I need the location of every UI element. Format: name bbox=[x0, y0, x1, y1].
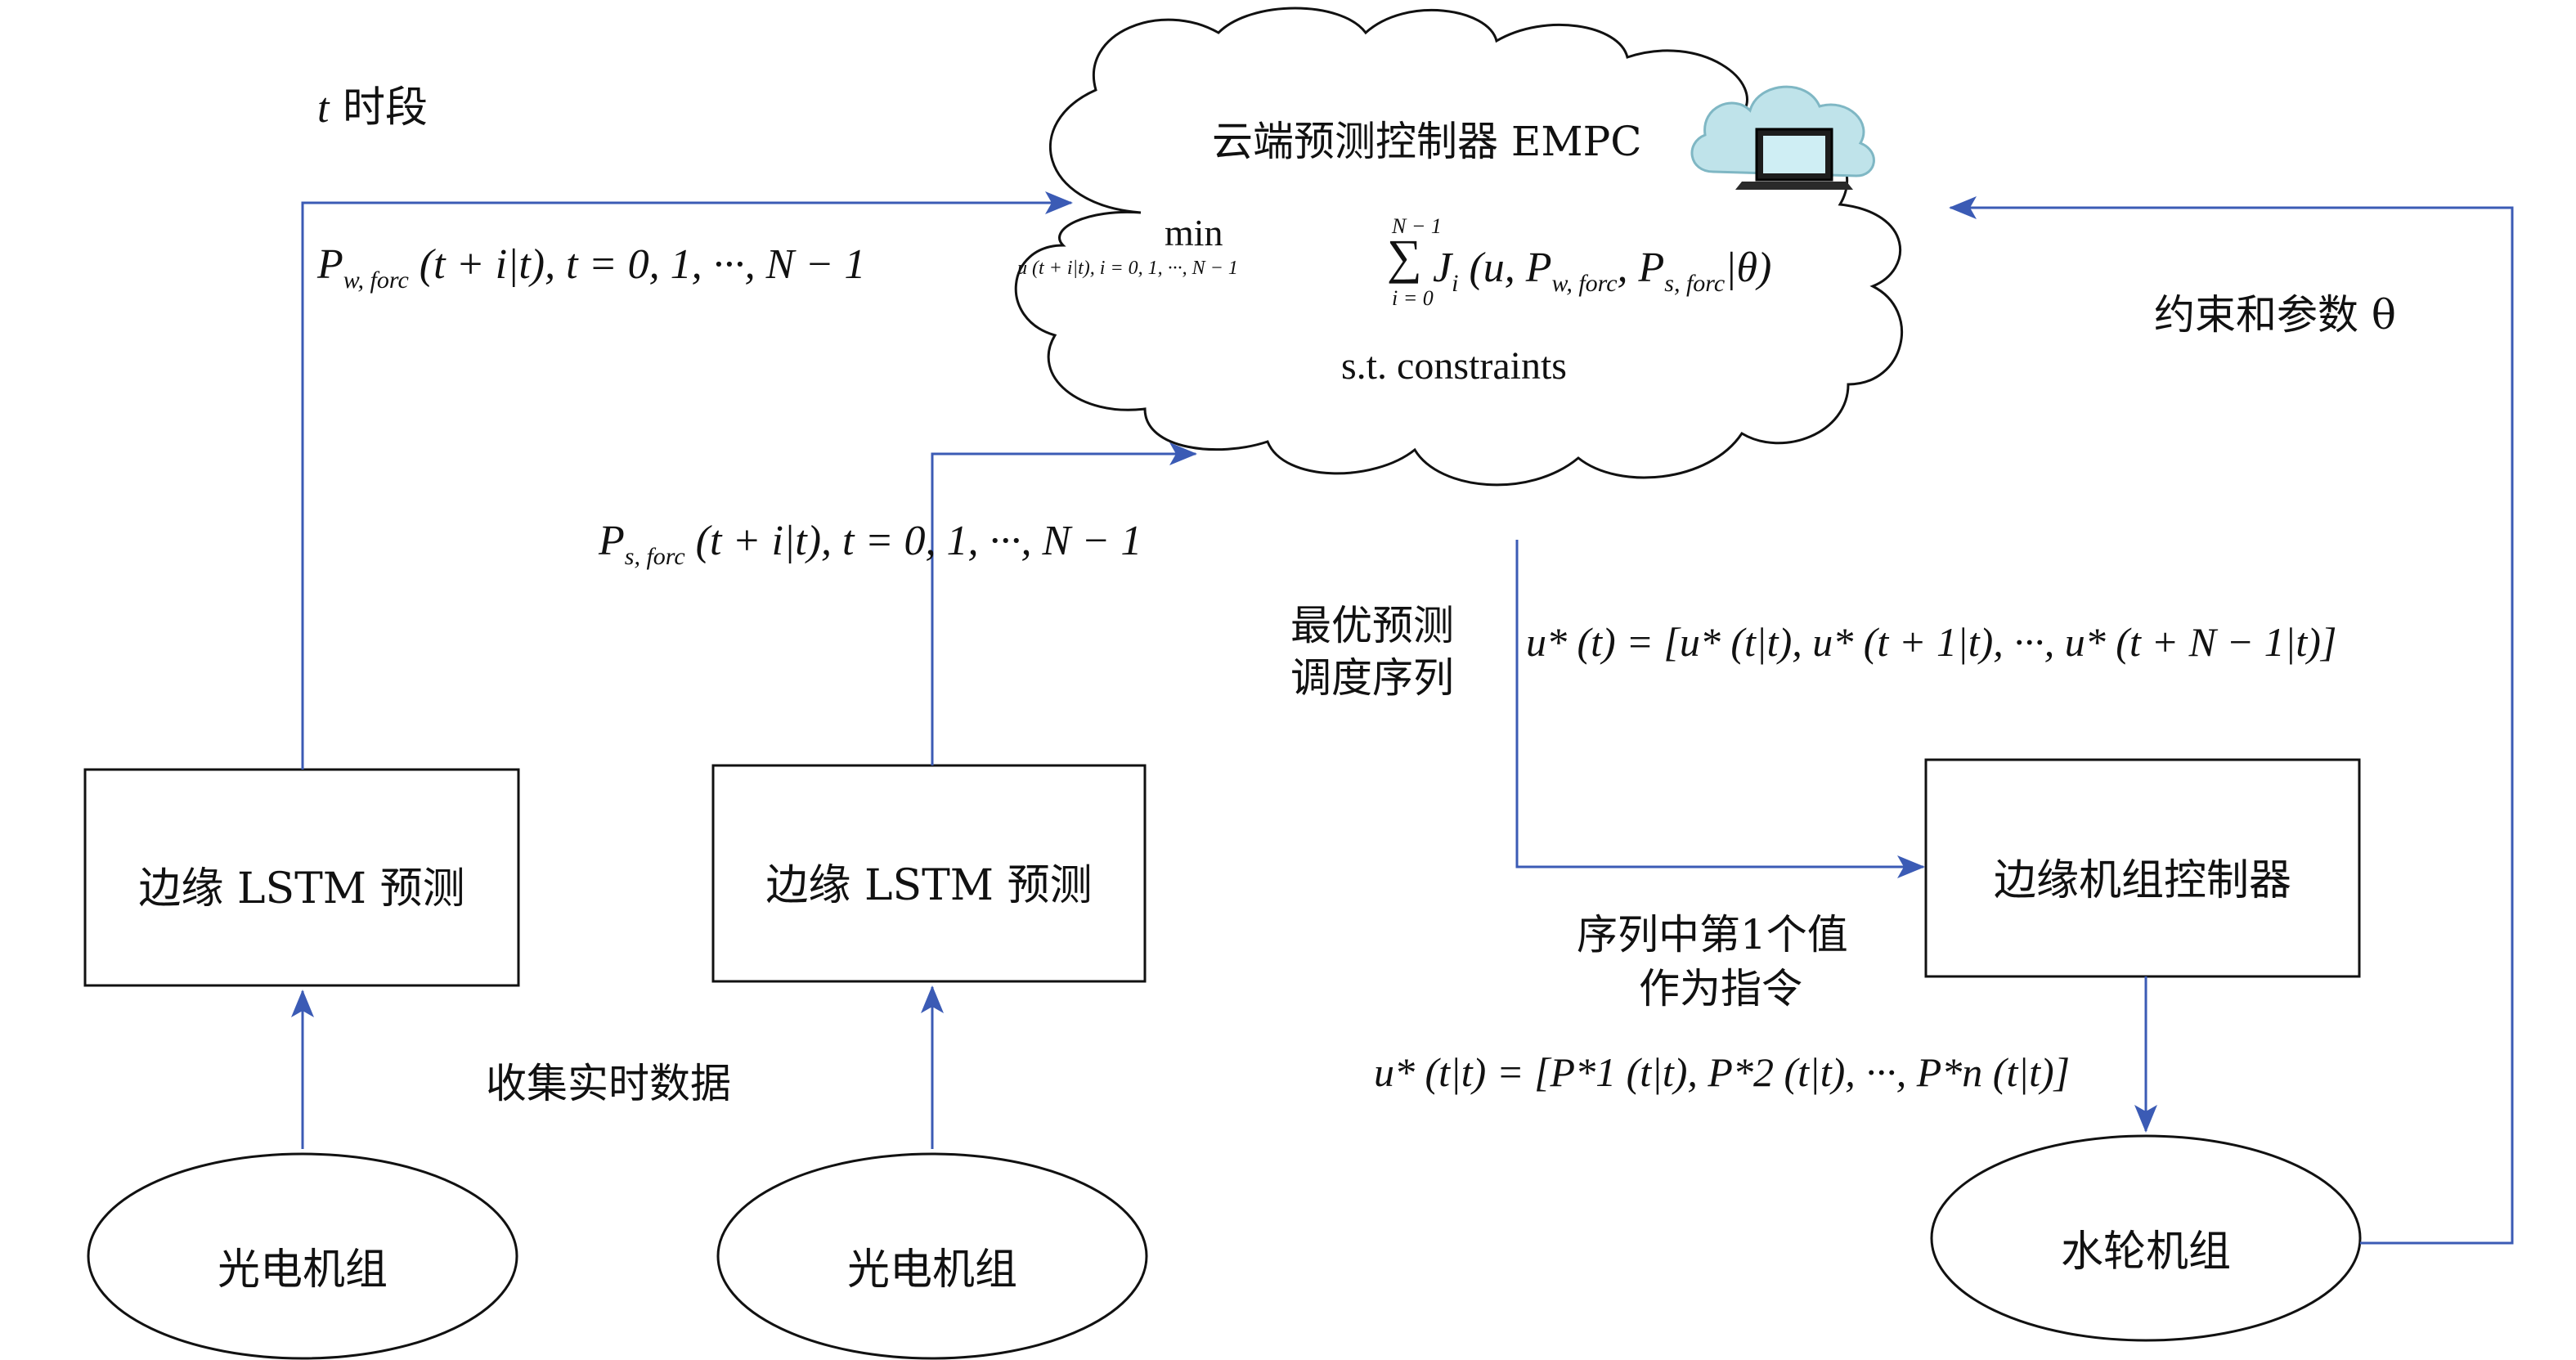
lstm-right-box bbox=[711, 764, 1147, 983]
pv-right-ellipse bbox=[716, 1152, 1148, 1360]
edge-controller-label: 边缘机组控制器 bbox=[1993, 856, 2291, 905]
constraints-params-label: 约束和参数 θ bbox=[2154, 291, 2396, 339]
solar-forecast-sub: s, forc bbox=[624, 543, 685, 570]
optimal-sequence-equation: u* (t) = [u* (t|t), u* (t + 1|t), ···, u… bbox=[1526, 619, 2337, 665]
optimal-sequence-label-line2: 调度序列 bbox=[1290, 654, 1454, 702]
constraints-text: s.t. constraints bbox=[1341, 344, 1567, 388]
solar-forecast-P: P bbox=[599, 518, 625, 564]
pv-left-ellipse bbox=[87, 1152, 518, 1360]
objective-args-b-sub: s, forc bbox=[1664, 270, 1726, 297]
edge-controller-box bbox=[1924, 758, 2361, 978]
cloud-shape bbox=[1014, 7, 1903, 487]
arrow-lstm-left-to-cloud bbox=[301, 191, 1073, 770]
sum-symbol: ∑ bbox=[1387, 230, 1422, 284]
pv-left-label: 光电机组 bbox=[217, 1246, 388, 1295]
command-equation: u* (t|t) = [P*1 (t|t), P*2 (t|t), ···, P… bbox=[1374, 1049, 2071, 1095]
time-variable: t bbox=[317, 85, 330, 132]
collect-data-label: 收集实时数据 bbox=[486, 1060, 731, 1107]
wind-forecast-expr: (t + i|t), t = 0, 1, ···, N − 1 bbox=[419, 241, 866, 288]
solar-forecast-expr: (t + i|t), t = 0, 1, ···, N − 1 bbox=[695, 518, 1142, 564]
wind-forecast-label: Pw, forc (t + i|t), t = 0, 1, ···, N − 1 bbox=[317, 244, 865, 293]
pv-right-label: 光电机组 bbox=[846, 1246, 1017, 1295]
hydro-label: 水轮机组 bbox=[2060, 1228, 2231, 1277]
first-value-label-line1: 序列中第1个值 bbox=[1577, 911, 1848, 958]
time-period-text: 时段 bbox=[342, 83, 428, 132]
objective-args-a: (u, P bbox=[1469, 245, 1552, 291]
optimal-sequence-label-line1: 最优预测 bbox=[1290, 602, 1454, 649]
objective-J-sub: i bbox=[1452, 270, 1459, 297]
hydro-ellipse bbox=[1930, 1134, 2362, 1342]
wind-forecast-P: P bbox=[317, 241, 343, 288]
sum-upper-limit: N − 1 bbox=[1392, 214, 1442, 238]
arrow-cloud-to-controller bbox=[1515, 540, 1925, 878]
cloud-title: 云端预测控制器 EMPC bbox=[1212, 118, 1642, 165]
objective-args-a-sub: w, forc bbox=[1551, 270, 1618, 297]
objective-args-c: |θ) bbox=[1725, 245, 1772, 291]
lstm-right-label: 边缘 LSTM 预测 bbox=[765, 861, 1093, 910]
objective-min: min bbox=[1165, 212, 1223, 254]
objective-min-subscript: u (t + i|t), i = 0, 1, ···, N − 1 bbox=[1017, 258, 1238, 279]
objective-function: Ji (u, Pw, forc, Ps, forc|θ) bbox=[1433, 247, 1771, 296]
first-value-label-line2: 作为指令 bbox=[1639, 965, 1802, 1012]
arrow-lstm-right-to-cloud bbox=[931, 442, 1197, 765]
time-period-label: t 时段 bbox=[317, 87, 428, 130]
lstm-left-label: 边缘 LSTM 预测 bbox=[138, 864, 465, 913]
wind-forecast-sub: w, forc bbox=[343, 267, 409, 294]
objective-args-b: , P bbox=[1617, 245, 1665, 291]
sum-lower-limit: i = 0 bbox=[1392, 286, 1434, 310]
arrow-hydro-to-cloud bbox=[1949, 196, 2514, 1245]
objective-J: J bbox=[1433, 245, 1452, 291]
cloud-laptop-icon bbox=[1690, 85, 1875, 190]
solar-forecast-label: Ps, forc (t + i|t), t = 0, 1, ···, N − 1 bbox=[599, 520, 1142, 569]
